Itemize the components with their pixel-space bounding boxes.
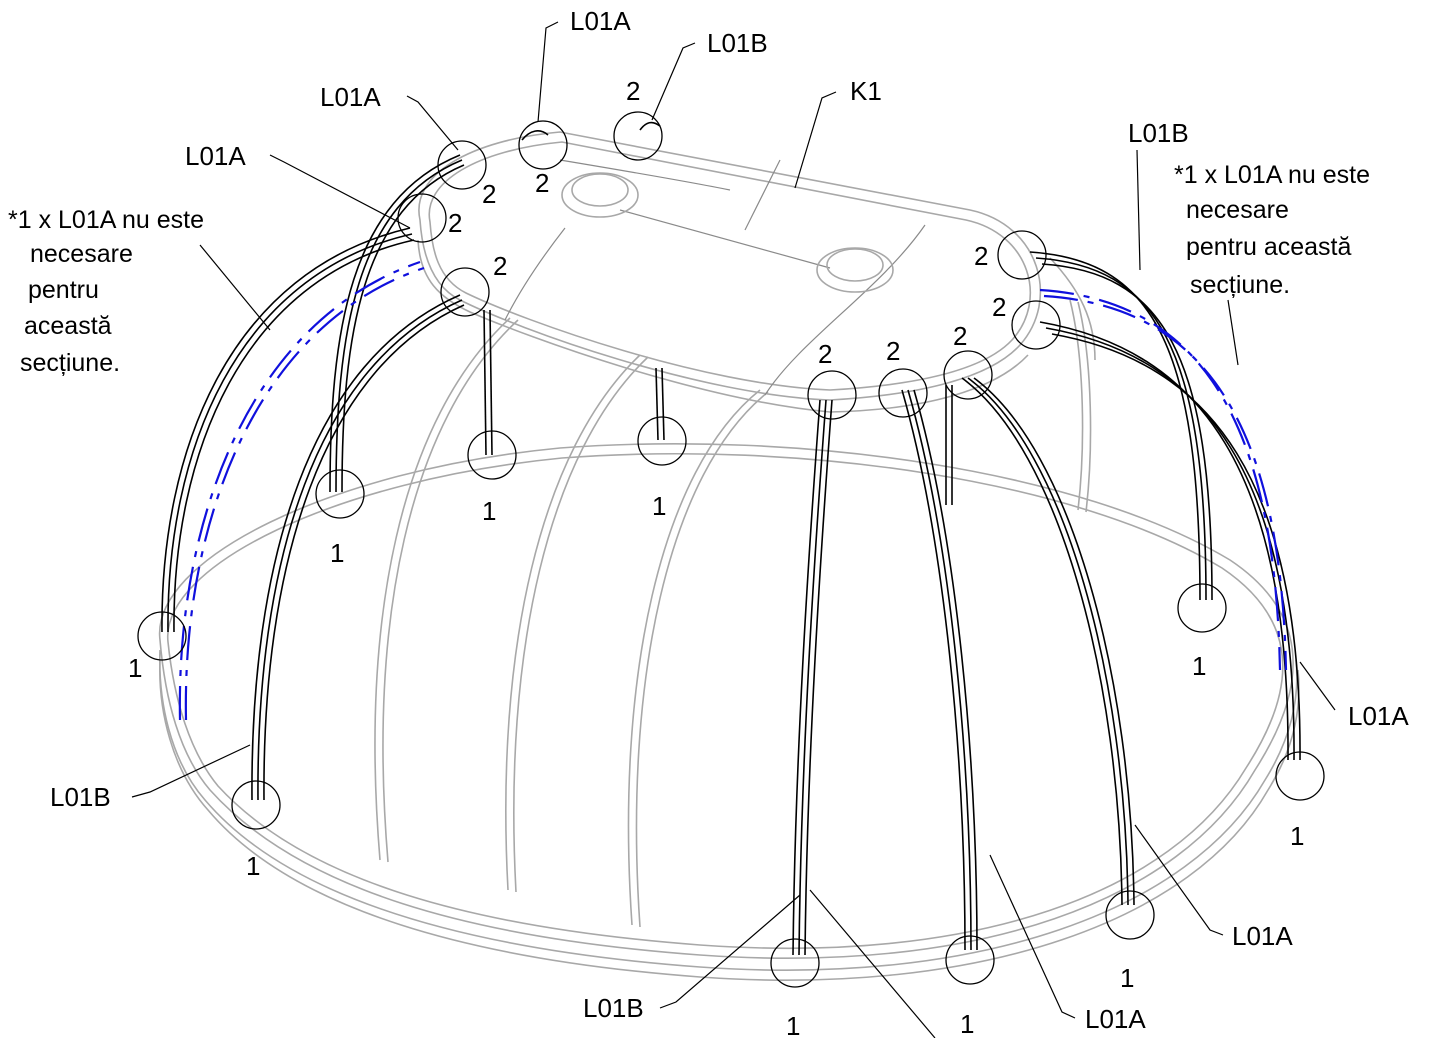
note-right-line: pentru această xyxy=(1186,233,1351,261)
joint-number-2: 2 xyxy=(535,168,549,198)
label-l01b-top: L01B xyxy=(707,28,768,58)
omitted-tubes xyxy=(178,260,1288,721)
note-right-line: *1 x L01A nu este xyxy=(1174,161,1370,189)
joint-number-1: 1 xyxy=(482,496,496,526)
joint-number-1: 1 xyxy=(1290,821,1304,851)
label-l01a-bottom: L01A xyxy=(1085,1004,1146,1034)
leader-lines xyxy=(131,21,1336,1039)
joint-number-2: 2 xyxy=(626,76,640,106)
joint-number-1: 1 xyxy=(652,491,666,521)
joint-number-2: 2 xyxy=(886,336,900,366)
note-left-line: *1 x L01A nu este xyxy=(8,206,204,234)
note-right-line: secțiune. xyxy=(1190,271,1290,299)
base-ring xyxy=(158,442,1300,981)
label-k1: K1 xyxy=(850,76,882,106)
note-right-line: necesare xyxy=(1186,196,1289,224)
joint-number-1: 1 xyxy=(246,851,260,881)
joint-number-2: 2 xyxy=(953,321,967,351)
joint-circles xyxy=(137,111,1325,988)
label-l01b-left: L01B xyxy=(50,782,111,812)
part-labels: L01A L01B L01A L01A K1 L01B L01A L01B L0… xyxy=(50,6,1409,1034)
note-left-line: necesare xyxy=(30,240,133,268)
joint-number-1: 1 xyxy=(786,1011,800,1038)
note-left-line: această xyxy=(24,312,112,340)
label-l01a-left: L01A xyxy=(185,141,246,171)
joint-number-2: 2 xyxy=(448,208,462,238)
joint-number-1: 1 xyxy=(1120,963,1134,993)
joint-number-1: 1 xyxy=(330,538,344,568)
label-l01a-top: L01A xyxy=(570,6,631,36)
joint-numbers-1: 1 1 1 1 1 1 1 1 1 1 xyxy=(128,491,1304,1041)
joint-number-1: 1 xyxy=(128,653,142,683)
joint-number-2: 2 xyxy=(974,241,988,271)
joint-number-2: 2 xyxy=(482,179,496,209)
k1-hub xyxy=(417,131,1042,413)
note-left-line: pentru xyxy=(28,276,99,304)
joint-number-2: 2 xyxy=(992,292,1006,322)
joint-number-2: 2 xyxy=(818,339,832,369)
grey-arches xyxy=(374,257,1096,928)
joint-number-1: 1 xyxy=(960,1009,974,1038)
label-l01a-upper-left: L01A xyxy=(320,82,381,112)
joint-numbers-2: 2 2 2 2 2 2 2 2 2 2 xyxy=(448,76,1006,369)
note-left-line: secțiune. xyxy=(20,349,120,377)
label-l01b-right: L01B xyxy=(1128,118,1189,148)
joint-number-1: 1 xyxy=(1192,651,1206,681)
note-left: *1 x L01A nu este necesare pentru aceast… xyxy=(8,206,204,377)
note-right: *1 x L01A nu este necesare pentru aceast… xyxy=(1174,161,1370,299)
joint-number-2: 2 xyxy=(493,251,507,281)
tubes xyxy=(161,121,1301,956)
label-l01b-bottom: L01B xyxy=(583,993,644,1023)
label-l01a-bottom-right: L01A xyxy=(1232,921,1293,951)
label-l01a-right: L01A xyxy=(1348,701,1409,731)
